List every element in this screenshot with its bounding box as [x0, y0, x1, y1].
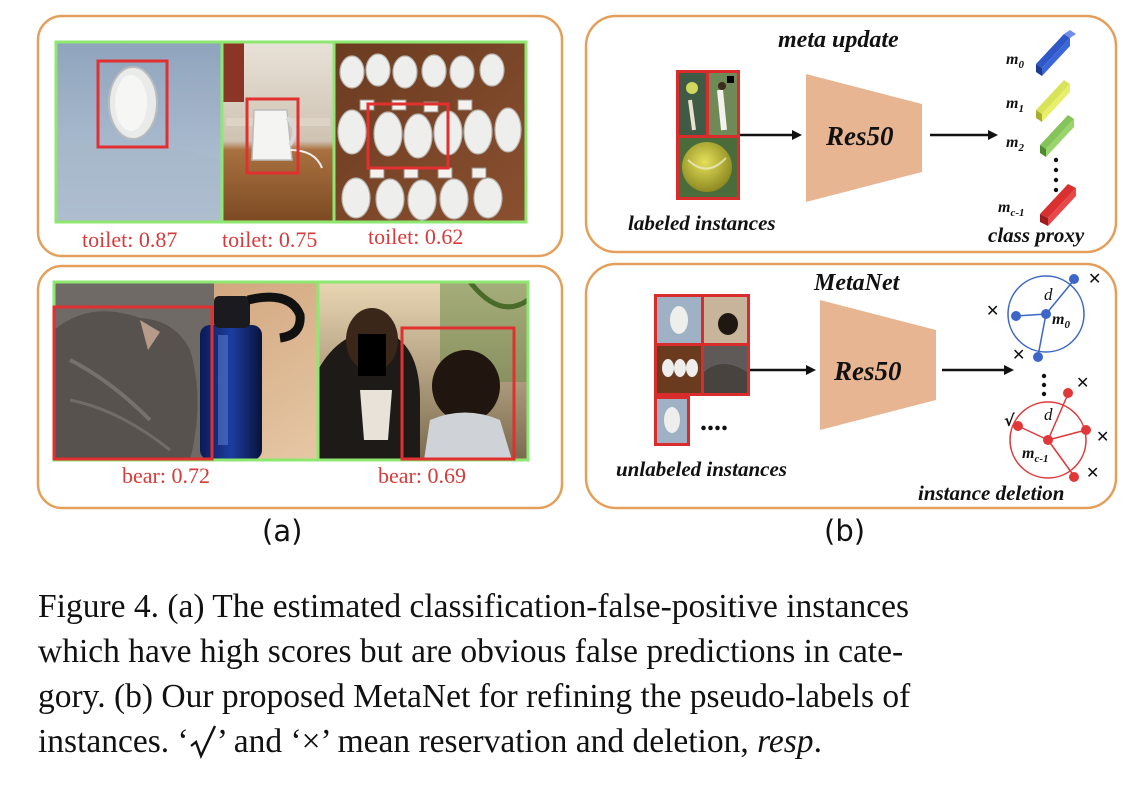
panel-a-label: (a)	[262, 514, 303, 548]
proxy-cluster-mc1: √ ✕ ✕ ✕ d mc-1	[1004, 373, 1109, 482]
score-label: toilet: 0.62	[368, 224, 463, 249]
svg-text:m1: m1	[1006, 95, 1024, 115]
svg-text:mc-1: mc-1	[998, 199, 1025, 219]
figure-caption: Figure 4. (a) The estimated classificati…	[38, 584, 1118, 764]
detection-box	[52, 305, 214, 461]
photo-bear-2	[316, 280, 530, 462]
detection-box	[245, 97, 300, 175]
unlabeled-instances-caption: unlabeled instances	[616, 457, 787, 481]
photo-toilet-2	[220, 40, 336, 224]
panel-b-metanet: MetaNet .... unlabeled instances Res50	[584, 262, 1118, 510]
res50-label: Res50	[825, 121, 894, 151]
caption-line-2: which have high scores but are obvious f…	[38, 633, 904, 670]
ellipsis: ....	[700, 406, 728, 437]
distance-label: d	[1044, 405, 1053, 424]
score-label: bear: 0.69	[378, 463, 466, 488]
delete-mark: ✕	[1088, 269, 1101, 288]
score-label: toilet: 0.87	[82, 227, 177, 252]
proxy-label-m0: m0	[1006, 51, 1024, 71]
score-label: bear: 0.72	[122, 463, 210, 488]
panel-b-label: (b)	[824, 514, 866, 548]
res50-label: Res50	[833, 356, 902, 386]
sqrt-symbol	[189, 725, 216, 760]
caption-line-4: instances. ‘’ and ‘×’ mean reservation a…	[38, 723, 822, 760]
delete-mark: ✕	[1096, 427, 1109, 446]
score-label: toilet: 0.75	[222, 227, 317, 252]
delete-mark: ✕	[986, 301, 999, 320]
class-proxy-caption: class proxy	[988, 223, 1085, 247]
meta-update-title: meta update	[778, 27, 899, 53]
detection-box	[366, 102, 450, 170]
panel-a: toilet: 0.87 toilet: 0.75 toilet: 0.62	[36, 14, 564, 510]
proxy-cluster-m0: ✕ ✕ ✕ d m0	[986, 269, 1101, 364]
svg-text:m0: m0	[1052, 311, 1070, 331]
class-proxy-bars	[1036, 30, 1076, 226]
proxy-bar-m2	[1040, 115, 1074, 157]
svg-text:mc-1: mc-1	[1022, 445, 1049, 465]
res50-network	[820, 300, 936, 430]
svg-text:m0: m0	[1006, 51, 1024, 71]
proxy-bar-m1	[1036, 80, 1070, 122]
panel-b-meta-update: meta update labeled instances Res50	[584, 14, 1118, 254]
photo-bear-1	[52, 280, 320, 462]
instance-deletion-caption: instance deletion	[918, 481, 1064, 505]
labeled-instances-grid	[676, 70, 740, 200]
proxy-label-mc1: mc-1	[1022, 445, 1049, 465]
delete-mark: ✕	[1086, 463, 1099, 482]
proxy-bar-mc1	[1040, 184, 1076, 226]
caption-line-1: Figure 4. (a) The estimated classificati…	[38, 588, 910, 625]
figure-graphics: toilet: 0.87 toilet: 0.75 toilet: 0.62	[36, 14, 1118, 510]
detection-box	[400, 326, 516, 461]
detection-box	[96, 59, 169, 149]
toilet-group-frame	[36, 14, 564, 258]
metanet-title: MetaNet	[813, 270, 901, 296]
unlabeled-instances-grid	[654, 294, 750, 446]
proxy-label-mc1: mc-1	[998, 199, 1025, 219]
keep-mark: √	[1004, 411, 1015, 430]
proxy-bar-m0	[1036, 30, 1076, 76]
proxy-label-m2: m2	[1006, 134, 1024, 154]
photo-toilet-1	[54, 40, 224, 224]
proxy-label-m1: m1	[1006, 95, 1024, 115]
face-redaction	[358, 334, 386, 376]
metanet-frame	[584, 262, 1118, 510]
meta-update-frame	[584, 14, 1118, 254]
svg-text:m2: m2	[1006, 134, 1024, 154]
delete-mark: ✕	[1076, 373, 1089, 392]
bear-group-frame	[36, 264, 564, 510]
delete-mark: ✕	[1012, 345, 1025, 364]
caption-line-3: gory. (b) Our proposed MetaNet for refin…	[38, 678, 911, 715]
distance-label: d	[1044, 285, 1053, 304]
photo-toilet-3	[332, 40, 528, 224]
res50-network	[806, 74, 922, 202]
proxy-label-m0: m0	[1052, 311, 1070, 331]
labeled-instances-caption: labeled instances	[628, 211, 776, 235]
